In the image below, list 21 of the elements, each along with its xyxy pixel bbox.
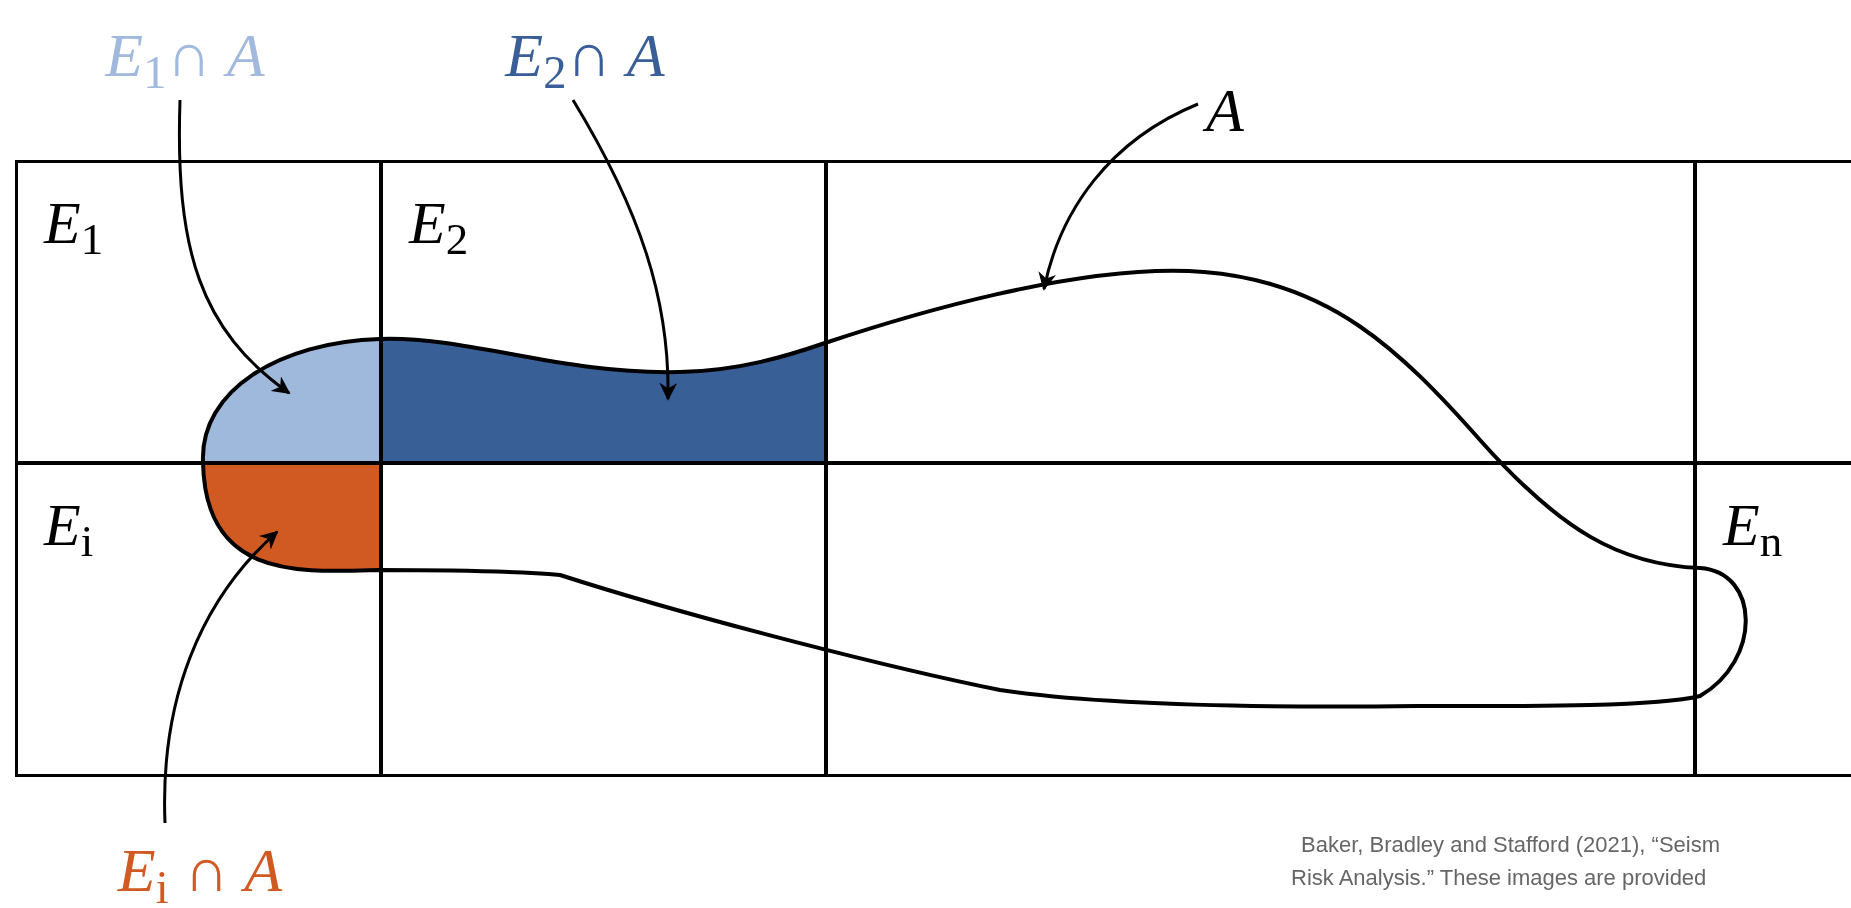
grid-cell <box>825 160 1696 464</box>
callout-label: E$_{1}$∩ A <box>65 10 305 100</box>
attribution-text: Baker, Bradley and Stafford (2021), “Seism <box>1300 831 1721 859</box>
callout-label: A <box>1195 70 1255 150</box>
cell-label: E$_{i}$ <box>44 495 94 555</box>
shaded-region <box>203 339 380 462</box>
callout-label: E$_{i}$ ∩ A <box>70 825 330 908</box>
leader-arrow <box>1039 102 1199 291</box>
cell-label: E$_{1}$ <box>44 193 104 253</box>
leader-arrow <box>163 530 279 823</box>
grid-cell <box>825 462 1696 777</box>
shaded-region <box>380 339 825 462</box>
cell-label: E$_{n}$ <box>1723 495 1783 555</box>
shaded-region <box>203 462 380 571</box>
grid-cell <box>1694 160 1851 464</box>
callout-label: E$_{2}$∩ A <box>465 10 705 100</box>
attribution-text: Risk Analysis.” These images are provided <box>1291 864 1708 892</box>
leader-arrow <box>177 99 291 395</box>
grid-cell <box>1694 462 1851 777</box>
leader-arrow <box>571 99 677 401</box>
cell-label: E$_{2}$ <box>409 193 469 253</box>
